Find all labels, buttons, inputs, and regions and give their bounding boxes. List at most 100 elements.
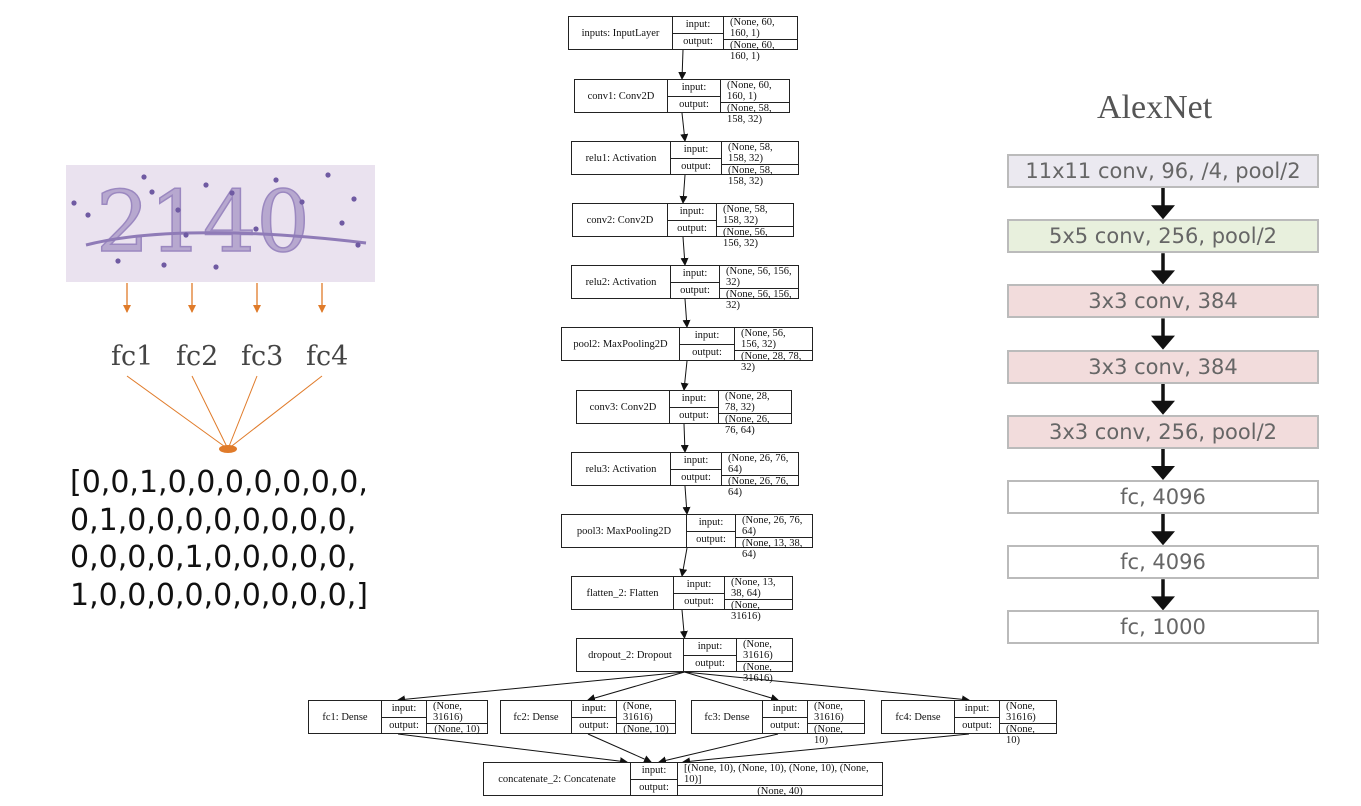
output-shape: (None, 26, 76, 64) [719,413,791,436]
graph-edge-relu3-pool3 [682,485,691,515]
input-shape: (None, 13, 38, 64) [731,577,776,599]
graph-edge-conv1-relu1 [680,112,689,142]
layer-io-keys: input:output: [955,701,1000,733]
graph-edge-relu1-conv2 [679,174,688,204]
layer-name: conv2: Conv2D [573,204,668,236]
graph-edge-fc2-concat [587,733,652,763]
captcha-noise-dot [161,262,167,268]
graph-edge-conv2-relu2 [680,236,689,266]
graph-edge-dropout-fc2 [587,671,685,702]
layer-io-keys: input:output: [631,763,678,795]
layer-io-keys: input:output: [382,701,427,733]
input-shape: (None, 28, 78, 32) [725,391,770,413]
layer-io-values: (None, 26, 76, 64)(None, 26, 76, 64) [722,453,798,498]
input-key: input: [698,517,724,529]
output-key: output: [631,778,677,796]
output-key: output: [670,406,718,424]
captcha-noise-curve [85,231,367,247]
output-shape: (None, 40) [678,785,882,797]
output-shape: (None, 56, 156, 32) [717,226,793,249]
layer-io-keys: input:output: [673,17,724,49]
input-shape: (None, 31616) [743,639,773,661]
alexnet-block-7: fc, 4096 [1007,545,1319,579]
layer-name: dropout_2: Dropout [577,639,684,671]
layer-io-keys: input:output: [572,701,617,733]
orange-converge-line-3 [227,375,258,450]
alexnet-title: AlexNet [1097,89,1213,126]
output-key: output: [671,157,721,175]
layer-io-values: (None, 56, 156, 32)(None, 28, 78, 32) [735,328,812,373]
output-key: output: [763,716,807,734]
layer-name: pool2: MaxPooling2D [562,328,680,360]
orange-converge-line-1 [126,375,229,450]
layer-io-values: (None, 60, 160, 1)(None, 60, 160, 1) [724,17,797,62]
fc-label-2: fc2 [176,341,219,372]
graph-edge-fc3-concat [658,733,779,765]
input-key: input: [581,703,607,715]
captcha-noise-dot [115,258,121,264]
layer-io-values: (None, 31616)(None, 10) [427,701,487,735]
captcha-noise-dot [229,190,235,196]
output-key: output: [680,343,734,361]
output-shape: (None, 10) [427,723,487,735]
layer-name: conv1: Conv2D [575,80,668,112]
input-key: input: [391,703,417,715]
input-shape: (None, 58, 158, 32) [728,142,773,164]
captcha-noise-dot [85,212,91,218]
input-shape: (None, 31616) [1006,701,1036,723]
onehot-line: 0,0,0,0,1,0,0,0,0,0, [70,540,357,575]
alexnet-arrow-head-5 [1151,466,1175,480]
fc-label-3: fc3 [241,341,284,372]
layer-io-keys: input:output: [671,453,722,485]
output-shape: (None, 26, 76, 64) [722,475,798,498]
input-key: input: [679,206,705,218]
captcha-noise-dot [183,232,189,238]
layer-io-values: (None, 56, 156, 32)(None, 56, 156, 32) [720,266,798,311]
output-key: output: [572,716,616,734]
alexnet-block-3: 3x3 conv, 384 [1007,284,1319,318]
captcha-image: 2140 [66,165,375,282]
graph-edge-conv3-relu3 [680,423,689,453]
output-shape: (None, 31616) [737,661,792,684]
layer-io-values: (None, 31616)(None, 31616) [737,639,792,684]
graph-edge-dropout-fc3 [684,671,779,702]
output-shape: (None, 56, 156, 32) [720,288,798,311]
captcha-noise-dots [71,172,361,270]
layer-io-values: (None, 58, 158, 32)(None, 56, 156, 32) [717,204,793,249]
layer-io-keys: input:output: [670,391,719,423]
output-key: output: [687,530,735,548]
layer-io-values: (None, 13, 38, 64)(None, 31616) [725,577,792,622]
orange-converge-point [219,445,237,453]
input-key: input: [772,703,798,715]
graph-edge-pool2-conv3 [680,360,689,391]
output-shape: (None, 31616) [725,599,792,622]
input-key: input: [681,393,707,405]
captcha-noise-dot [149,189,155,195]
input-shape: (None, 60, 160, 1) [730,17,775,39]
alexnet-block-8: fc, 1000 [1007,610,1319,644]
layer-io-values: (None, 60, 160, 1)(None, 58, 158, 32) [721,80,789,125]
captcha-noise-dot [141,174,147,180]
output-shape: (None, 28, 78, 32) [735,350,812,373]
input-shape: (None, 31616) [814,701,844,723]
captcha-noise-dot [351,196,357,202]
captcha-noise-dot [71,200,77,206]
layer-name: relu1: Activation [572,142,671,174]
layer-io-keys: input:output: [668,80,721,112]
output-shape: (None, 10) [808,723,864,746]
output-key: output: [668,95,720,113]
input-shape: (None, 60, 160, 1) [727,80,772,102]
onehot-line: 0,1,0,0,0,0,0,0,0,0, [70,502,357,538]
layer-io-values: [(None, 10), (None, 10), (None, 10), (No… [678,763,882,797]
layer-io-keys: input:output: [763,701,808,733]
output-shape: (None, 13, 38, 64) [736,537,812,560]
captcha-text: 2140 [96,173,310,271]
